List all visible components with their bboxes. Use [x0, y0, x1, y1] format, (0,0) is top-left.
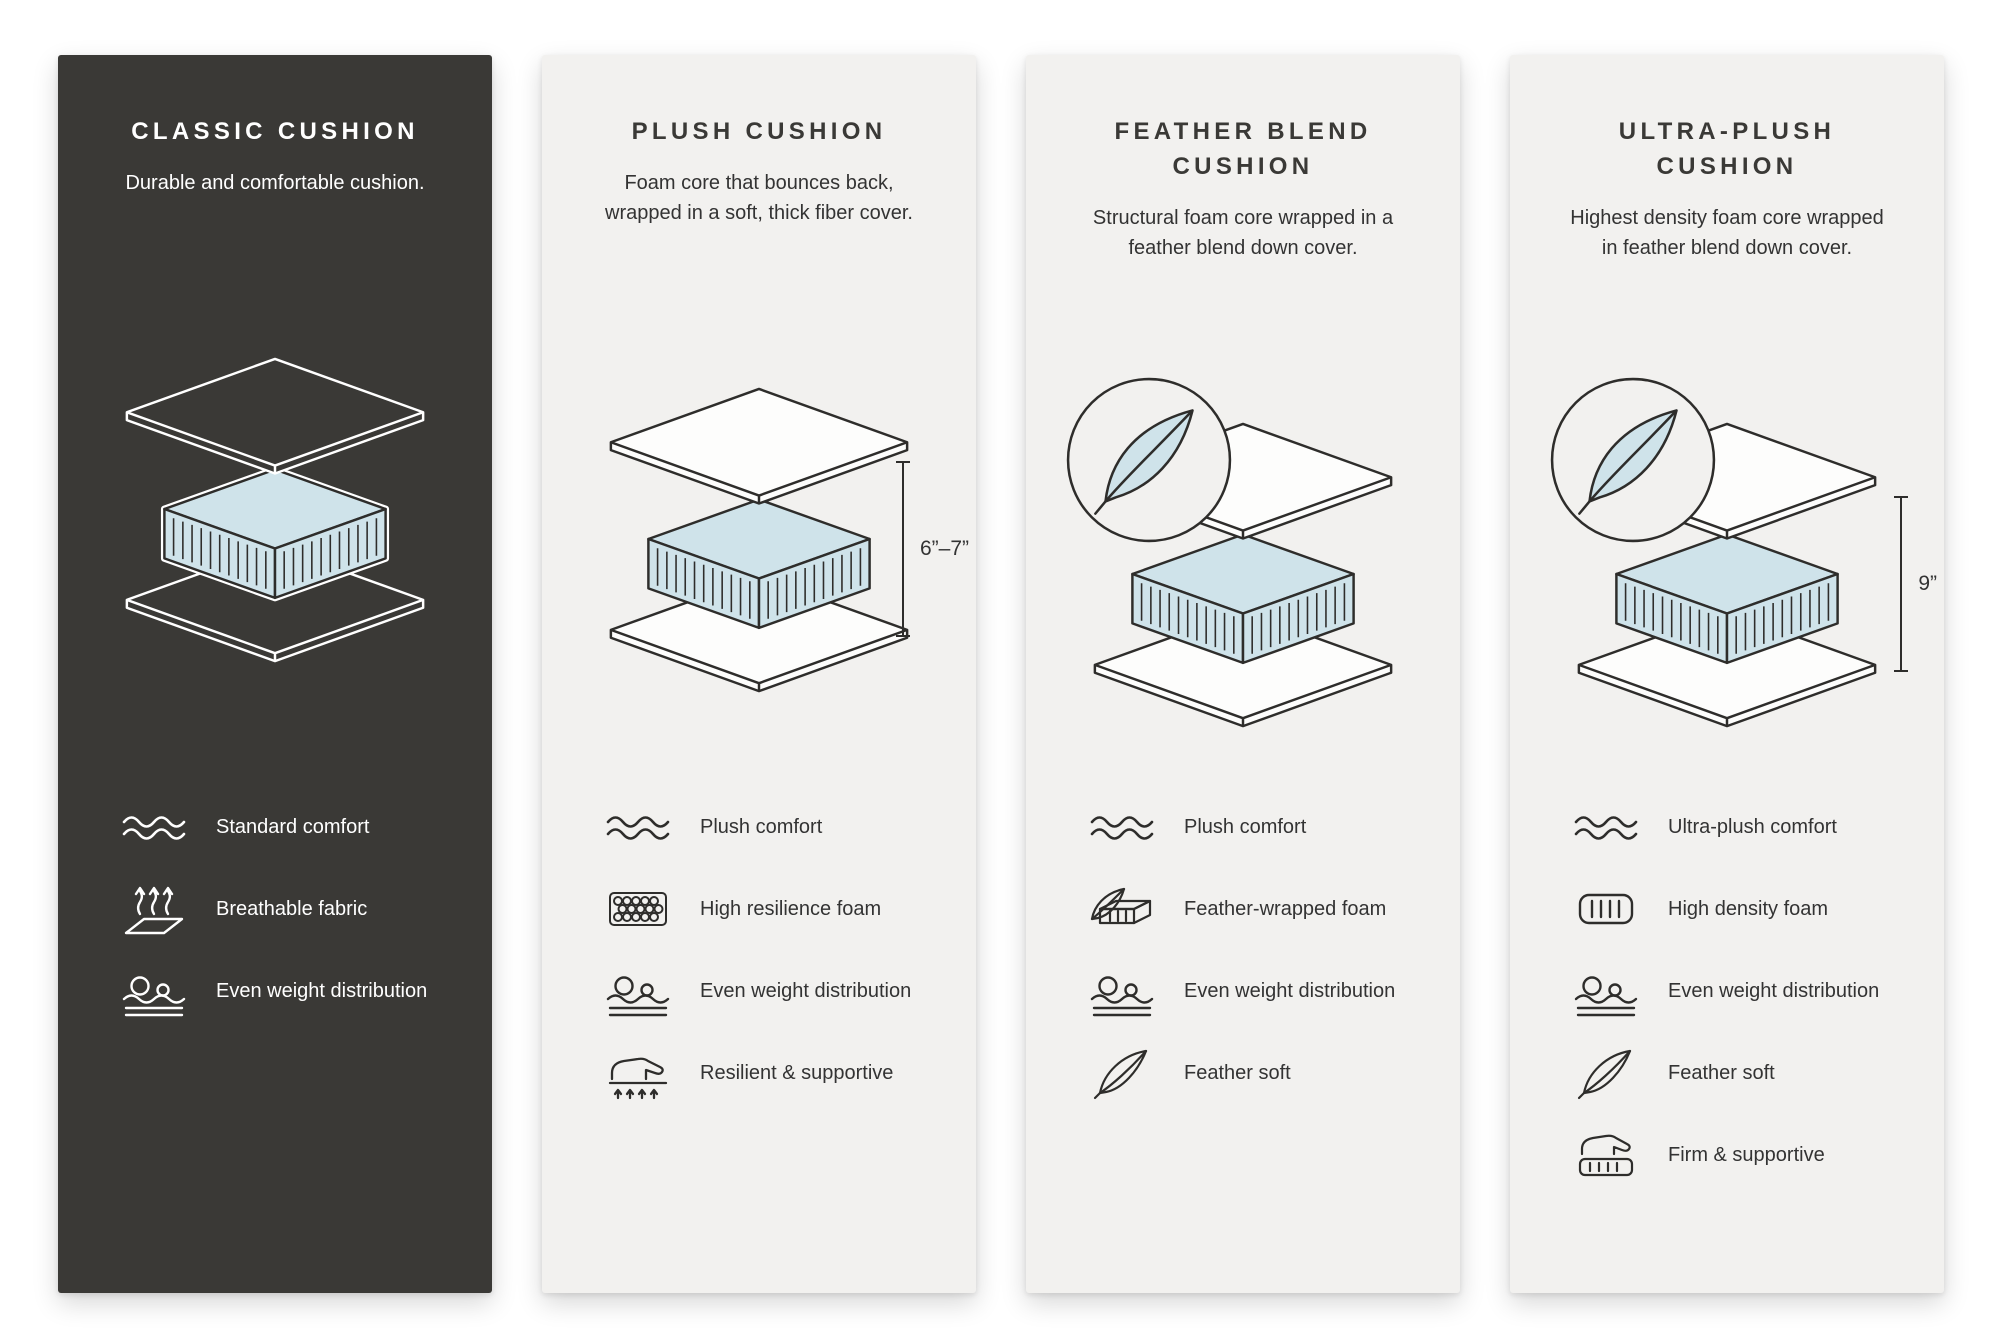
panel-plush-cushion: PLUSH CUSHION Foam core that bounces bac…: [542, 55, 976, 1293]
feature-row: Standard comfort: [118, 795, 462, 859]
panel-title: ULTRA-PLUSH CUSHION: [1618, 118, 1836, 180]
height-dimension: 6”–7”: [895, 460, 969, 637]
cushion-diagram: 9”: [1569, 418, 1937, 734]
feature-label: Even weight distribution: [216, 979, 428, 1002]
firm-supportive-icon: [1570, 1127, 1642, 1183]
feature-row: Plush comfort: [1086, 795, 1430, 859]
feature-label: Breathable fabric: [216, 897, 368, 920]
cushion-layers-illustration: [601, 383, 917, 699]
dimension-label: 9”: [1918, 571, 1937, 595]
feature-label: Firm & supportive: [1668, 1143, 1825, 1166]
cushion-layers-illustration: [117, 353, 433, 669]
feature-label: Ultra-plush comfort: [1668, 815, 1837, 838]
panel-description: Foam core that bounces back, wrapped in …: [605, 171, 913, 224]
height-dimension: 9”: [1894, 495, 1937, 672]
feature-row: Feather-wrapped foam: [1086, 877, 1430, 941]
feature-row: Ultra-plush comfort: [1570, 795, 1914, 859]
feature-label: Even weight distribution: [700, 979, 912, 1002]
feature-list: Ultra-plush comfort High density foam Ev…: [1570, 795, 1914, 1205]
feature-label: High density foam: [1668, 897, 1829, 920]
feature-list: Plush comfort High resilience foam Even …: [602, 795, 946, 1123]
feature-label: Even weight distribution: [1184, 979, 1396, 1002]
even-weight-icon: [1086, 963, 1158, 1019]
feature-row: Even weight distribution: [118, 959, 462, 1023]
cushion-diagram: [117, 353, 433, 669]
dimension-ruler: [895, 460, 910, 637]
panel-ultra-plush-cushion: ULTRA-PLUSH CUSHION Highest density foam…: [1510, 55, 1944, 1293]
feather-badge-icon: [1547, 374, 1719, 546]
waves-icon: [118, 799, 190, 855]
feature-row: Plush comfort: [602, 795, 946, 859]
feature-row: Even weight distribution: [1570, 959, 1914, 1023]
dimension-ruler: [1894, 495, 1909, 672]
feature-list: Standard comfort Breathable fabric Even …: [118, 795, 462, 1041]
panel-title: CLASSIC CUSHION: [131, 118, 419, 145]
resilience-foam-icon: [602, 881, 674, 937]
even-weight-icon: [602, 963, 674, 1019]
cushion-diagram: [1085, 418, 1401, 734]
feature-label: Feather soft: [1184, 1061, 1291, 1084]
feature-label: Plush comfort: [700, 815, 823, 838]
high-density-foam-icon: [1570, 881, 1642, 937]
feature-label: Feather soft: [1668, 1061, 1775, 1084]
feature-row: High density foam: [1570, 877, 1914, 941]
breathable-fabric-icon: [118, 881, 190, 937]
feather-badge-icon: [1063, 374, 1235, 546]
feature-row: Resilient & supportive: [602, 1041, 946, 1105]
feather-icon: [1086, 1045, 1158, 1101]
feature-row: Firm & supportive: [1570, 1123, 1914, 1187]
feather-wrapped-foam-icon: [1086, 881, 1158, 937]
panel-title: FEATHER BLEND CUSHION: [1114, 118, 1372, 180]
feature-row: Even weight distribution: [1086, 959, 1430, 1023]
feature-label: Plush comfort: [1184, 815, 1307, 838]
panel-description: Durable and comfortable cushion.: [125, 171, 425, 194]
even-weight-icon: [118, 963, 190, 1019]
feature-row: Even weight distribution: [602, 959, 946, 1023]
feature-label: High resilience foam: [700, 897, 882, 920]
waves-icon: [1086, 799, 1158, 855]
waves-icon: [1570, 799, 1642, 855]
waves-icon: [602, 799, 674, 855]
even-weight-icon: [1570, 963, 1642, 1019]
panel-feather-blend-cushion: FEATHER BLEND CUSHION Structural foam co…: [1026, 55, 1460, 1293]
feature-label: Standard comfort: [216, 815, 370, 838]
cushion-comparison: CLASSIC CUSHION Durable and comfortable …: [58, 55, 1944, 1293]
dimension-label: 6”–7”: [919, 536, 969, 560]
feature-label: Even weight distribution: [1668, 979, 1880, 1002]
feature-row: Feather soft: [1086, 1041, 1430, 1105]
feature-row: High resilience foam: [602, 877, 946, 941]
panel-classic-cushion: CLASSIC CUSHION Durable and comfortable …: [58, 55, 492, 1293]
feature-row: Breathable fabric: [118, 877, 462, 941]
feature-label: Resilient & supportive: [700, 1061, 894, 1084]
feature-row: Feather soft: [1570, 1041, 1914, 1105]
panel-title: PLUSH CUSHION: [631, 118, 887, 145]
feature-list: Plush comfort Feather-wrapped foam Even …: [1086, 795, 1430, 1123]
panel-description: Structural foam core wrapped in a feathe…: [1092, 206, 1394, 259]
cushion-diagram: 6”–7”: [601, 383, 969, 699]
feature-label: Feather-wrapped foam: [1184, 897, 1387, 920]
panel-description: Highest density foam core wrapped in fea…: [1570, 206, 1884, 259]
feather-icon: [1570, 1045, 1642, 1101]
resilient-supportive-icon: [602, 1045, 674, 1101]
